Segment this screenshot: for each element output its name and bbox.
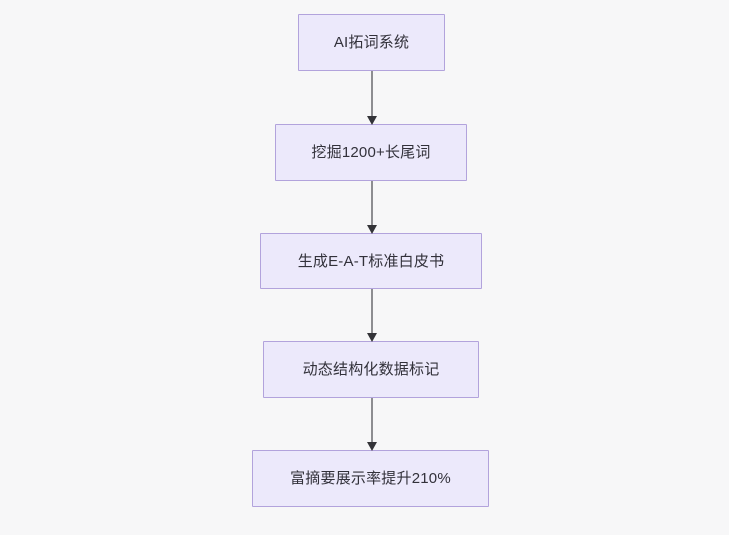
flow-node-ai-keyword-system[interactable]: AI拓词系统 [298, 14, 445, 71]
flow-node-dynamic-structured-data-markup[interactable]: 动态结构化数据标记 [263, 341, 479, 398]
flow-node-generate-eat-whitepaper[interactable]: 生成E-A-T标准白皮书 [260, 233, 482, 289]
flow-node-label: 动态结构化数据标记 [302, 361, 440, 378]
edge-line [371, 398, 373, 442]
arrow-down-icon [367, 116, 377, 125]
arrow-down-icon [367, 442, 377, 451]
edge-line [371, 71, 373, 116]
flow-node-label: AI拓词系统 [333, 34, 410, 51]
flow-node-mine-longtail-keywords[interactable]: 挖掘1200+长尾词 [275, 124, 467, 181]
flow-node-label: 挖掘1200+长尾词 [311, 144, 431, 161]
edge-line [371, 181, 373, 225]
edge-line [371, 289, 373, 333]
flow-node-label: 生成E-A-T标准白皮书 [297, 252, 445, 270]
flow-node-rich-snippet-impression-uplift[interactable]: 富摘要展示率提升210% [252, 450, 489, 507]
arrow-down-icon [367, 333, 377, 342]
arrow-down-icon [367, 225, 377, 234]
flow-node-label: 富摘要展示率提升210% [290, 470, 451, 487]
